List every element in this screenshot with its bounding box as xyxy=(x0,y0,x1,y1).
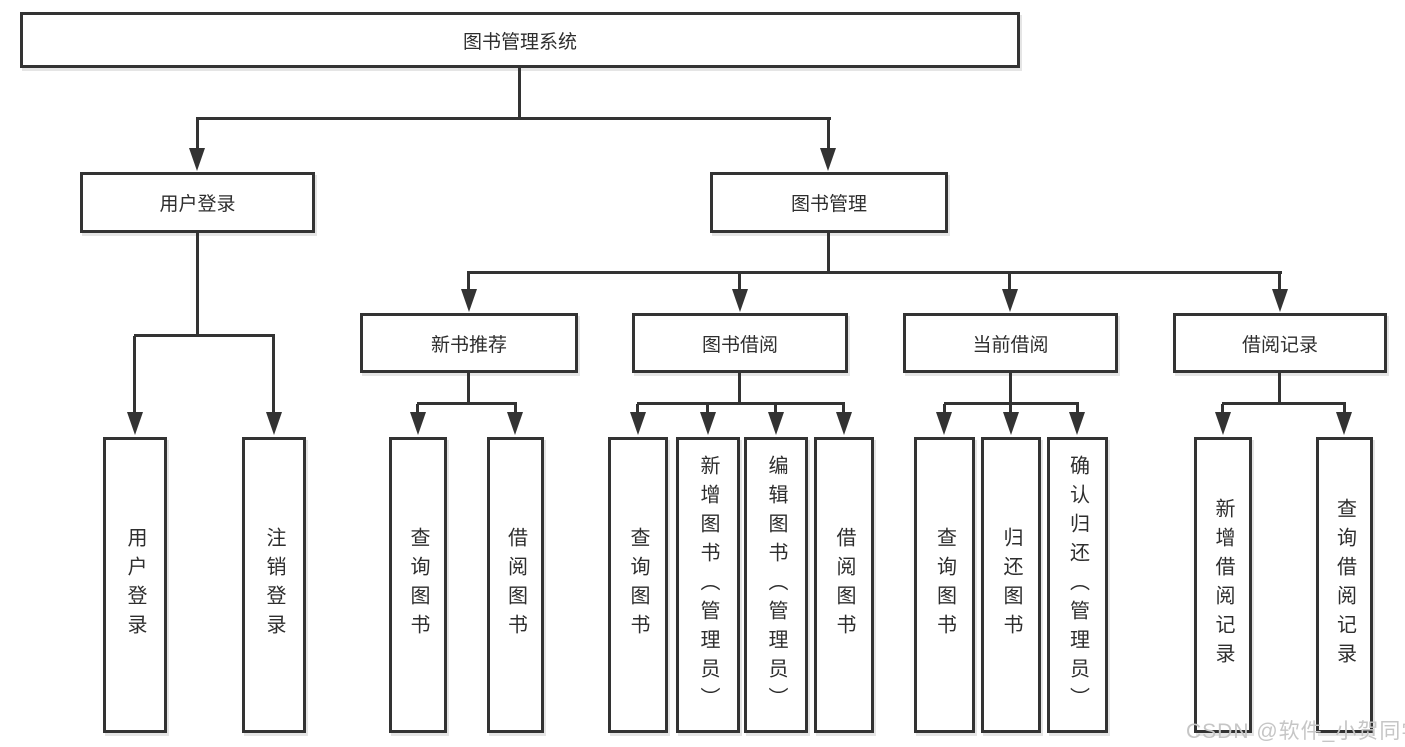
connector-br-stem xyxy=(1278,373,1281,405)
arrow-down-icon xyxy=(630,412,646,435)
leaf-br-add-record: 新增借阅记录 xyxy=(1194,437,1252,733)
connector-bookmgmt-drop-3 xyxy=(1008,273,1011,291)
arrow-down-icon xyxy=(189,148,205,171)
leaf-br-query-record: 查询借阅记录 xyxy=(1316,437,1373,733)
node-new-book-recommend: 新书推荐 xyxy=(360,313,578,373)
connector-root-drop-left xyxy=(196,119,199,150)
connector-nbr-drop-2 xyxy=(514,404,517,414)
arrow-down-icon xyxy=(1003,412,1019,435)
leaf-user-login: 用户登录 xyxy=(103,437,167,733)
node-book-borrow: 图书借阅 xyxy=(632,313,848,373)
node-user-login: 用户登录 xyxy=(80,172,315,233)
leaf-nbr-borrow-books: 借阅图书 xyxy=(487,437,544,733)
connector-bb-bar xyxy=(637,402,845,405)
connector-bookmgmt-bar xyxy=(467,271,1282,274)
arrow-down-icon xyxy=(1069,412,1085,435)
connector-br-drop-1 xyxy=(1221,404,1224,414)
csdn-watermark: CSDN @软件_小贺同学 xyxy=(1186,720,1405,743)
arrow-down-icon xyxy=(768,412,784,435)
connector-bookmgmt-drop-1 xyxy=(467,273,470,291)
leaf-bb-edit-books-admin: 编辑图书（管理员） xyxy=(744,437,808,733)
arrow-down-icon xyxy=(266,412,282,435)
leaf-nbr-query-books: 查询图书 xyxy=(389,437,447,733)
arrow-down-icon xyxy=(1272,289,1288,312)
connector-bb-stem xyxy=(738,373,741,405)
arrow-down-icon xyxy=(1215,412,1231,435)
connector-nbr-bar xyxy=(417,402,517,405)
connector-cb-drop-3 xyxy=(1076,404,1079,414)
connector-userlogin-stem xyxy=(196,233,199,336)
arrow-down-icon xyxy=(700,412,716,435)
node-book-management: 图书管理 xyxy=(710,172,948,233)
arrow-down-icon xyxy=(127,412,143,435)
connector-br-drop-2 xyxy=(1343,404,1346,414)
connector-cb-stem xyxy=(1009,373,1012,405)
connector-cb-drop-1 xyxy=(943,404,946,414)
arrow-down-icon xyxy=(1336,412,1352,435)
leaf-cb-return-books: 归还图书 xyxy=(981,437,1041,733)
connector-bb-drop-2 xyxy=(706,404,709,414)
connector-nbr-stem xyxy=(467,373,470,405)
leaf-logout: 注销登录 xyxy=(242,437,306,733)
connector-nbr-drop-1 xyxy=(416,404,419,414)
connector-cb-drop-2 xyxy=(1009,404,1012,414)
arrow-down-icon xyxy=(461,289,477,312)
connector-bb-drop-3 xyxy=(774,404,777,414)
leaf-bb-borrow-books: 借阅图书 xyxy=(814,437,874,733)
connector-bookmgmt-drop-4 xyxy=(1278,273,1281,291)
leaf-bb-query-books: 查询图书 xyxy=(608,437,668,733)
arrow-down-icon xyxy=(936,412,952,435)
arrow-down-icon xyxy=(732,289,748,312)
arrow-down-icon xyxy=(1002,289,1018,312)
leaf-cb-confirm-return-admin: 确认归还（管理员） xyxy=(1047,437,1108,733)
connector-br-bar xyxy=(1222,402,1346,405)
leaf-bb-add-books-admin: 新增图书（管理员） xyxy=(676,437,740,733)
connector-bookmgmt-drop-2 xyxy=(738,273,741,291)
arrow-down-icon xyxy=(410,412,426,435)
connector-cb-bar xyxy=(944,402,1079,405)
node-borrow-records: 借阅记录 xyxy=(1173,313,1387,373)
connector-root-stem xyxy=(518,68,521,118)
node-current-borrow: 当前借阅 xyxy=(903,313,1118,373)
connector-root-drop-right xyxy=(827,119,830,150)
connector-bookmgmt-stem xyxy=(827,233,830,274)
connector-root-bar xyxy=(196,117,831,120)
node-root: 图书管理系统 xyxy=(20,12,1020,68)
connector-bb-drop-4 xyxy=(842,404,845,414)
arrow-down-icon xyxy=(836,412,852,435)
arrow-down-icon xyxy=(507,412,523,435)
arrow-down-icon xyxy=(820,148,836,171)
connector-bb-drop-1 xyxy=(636,404,639,414)
connector-userlogin-bar xyxy=(134,334,275,337)
connector-userlogin-drop-2 xyxy=(272,336,275,412)
connector-userlogin-drop-1 xyxy=(133,336,136,412)
leaf-cb-query-books: 查询图书 xyxy=(914,437,975,733)
